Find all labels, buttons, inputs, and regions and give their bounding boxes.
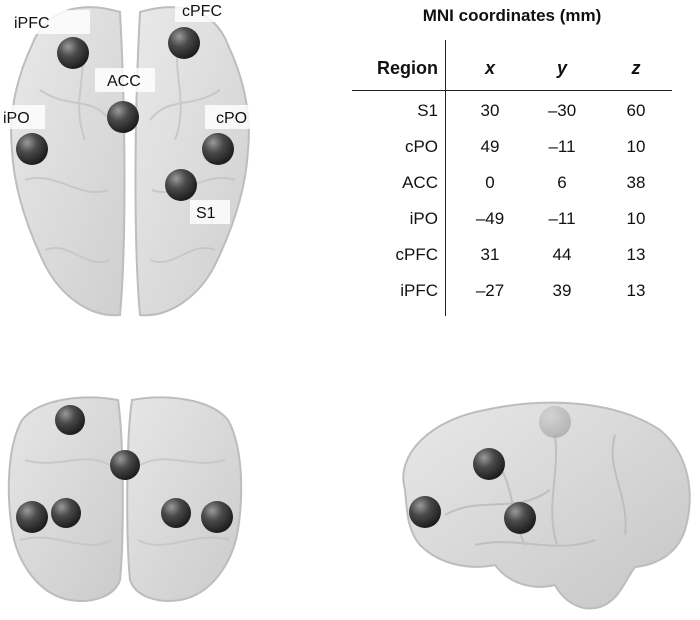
node-ACC [110, 450, 140, 480]
header-region: Region [377, 58, 438, 78]
node-iPO-back [51, 498, 81, 528]
node-iPO [16, 501, 48, 533]
node-iPFC [409, 496, 441, 528]
coronal-right-hemisphere [126, 396, 243, 602]
node-cPO [504, 502, 536, 534]
row-z: 10 [626, 137, 646, 156]
label-S1: S1 [196, 205, 216, 222]
coronal-brain-svg [7, 396, 243, 602]
label-iPO: iPO [3, 110, 30, 127]
node-S1 [161, 498, 191, 528]
node-cPO [202, 133, 234, 165]
lateral-brain-svg [402, 401, 691, 610]
node-iPFC [55, 405, 85, 435]
row-z: 60 [626, 101, 646, 120]
coronal-sulci [19, 458, 231, 546]
header-y: y [556, 58, 567, 78]
node-ACC [473, 448, 505, 480]
row-z: 13 [626, 245, 646, 264]
row-region: cPO [404, 137, 438, 156]
mni-coordinates-table: MNI coordinates (mm) Region x y z S1 30 … [352, 0, 672, 320]
row-region: iPFC [400, 281, 438, 300]
header-x: x [484, 58, 495, 78]
lateral-hemisphere [402, 401, 691, 610]
row-z: 13 [626, 281, 646, 300]
row-y: –30 [547, 101, 577, 120]
table-title: MNI coordinates (mm) [422, 6, 602, 25]
node-cPFC [168, 27, 200, 59]
node-cPO [201, 501, 233, 533]
row-y: 6 [557, 173, 567, 192]
node-iPFC [57, 37, 89, 69]
row-x: 31 [480, 245, 500, 264]
right-hemisphere [134, 6, 250, 317]
row-y: –11 [548, 137, 576, 156]
axial-brain-view: iPFC cPFC ACC iPO cPO S1 [0, 0, 260, 325]
lateral-sulci [444, 434, 627, 547]
node-iPO [16, 133, 48, 165]
axial-brain-svg: iPFC cPFC ACC iPO cPO S1 [0, 0, 260, 317]
row-z: 10 [626, 209, 646, 228]
row-y: 44 [552, 245, 572, 264]
row-region: S1 [417, 101, 438, 120]
node-ACC [107, 101, 139, 133]
label-ACC: ACC [107, 73, 141, 90]
label-cPFC: cPFC [182, 3, 222, 20]
row-x: 30 [480, 101, 500, 120]
row-y: 39 [552, 281, 572, 300]
lateral-brain-view [385, 395, 697, 617]
row-y: –11 [548, 209, 576, 228]
table-horizontal-rule [352, 90, 672, 91]
row-region: ACC [402, 173, 438, 192]
row-region: iPO [409, 209, 438, 228]
label-cPO: cPO [216, 110, 247, 127]
header-z: z [631, 58, 641, 78]
label-iPFC: iPFC [14, 15, 50, 32]
row-x: 49 [480, 137, 500, 156]
coronal-brain-view [0, 390, 250, 615]
row-region: cPFC [395, 245, 439, 264]
node-S1 [165, 169, 197, 201]
table-vertical-rule [445, 40, 446, 316]
row-x: –49 [475, 209, 505, 228]
node-cPFC-faint [539, 406, 571, 438]
row-x: –27 [475, 281, 505, 300]
row-x: 0 [485, 173, 495, 192]
row-z: 38 [626, 173, 646, 192]
